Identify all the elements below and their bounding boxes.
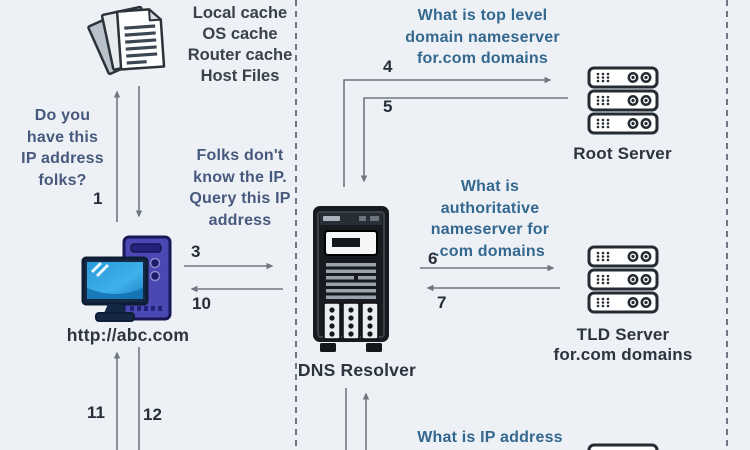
cache-note-line: Local cache	[192, 4, 288, 22]
step-number-5: 5	[383, 97, 393, 116]
resolver-label: DNS Resolver	[297, 360, 417, 380]
step-number-10: 10	[192, 294, 211, 313]
client-label: http://abc.com	[66, 325, 190, 345]
client-question: Do you have this IP address folks?	[5, 105, 120, 191]
root-query-line: What is top level	[417, 7, 548, 24]
client-question-line: have this	[26, 128, 99, 146]
cache-note-line: Host Files	[200, 67, 280, 85]
step-number-7: 7	[437, 293, 447, 312]
resolver-note: Folks don't know the IP. Query this IP a…	[180, 145, 300, 231]
root-query-text: What is top level domain nameserver for.…	[400, 5, 565, 70]
root-server-icon	[586, 65, 660, 137]
tld-query-line: .com domains	[435, 242, 545, 260]
cache-note-line: Router cache	[187, 46, 293, 64]
ip-query-text: What is IP address	[417, 429, 563, 446]
tld-server-label-line: TLD Server	[576, 325, 670, 344]
documents-stack-icon	[85, 2, 175, 82]
tld-server-icon	[586, 244, 660, 316]
step-number-1: 1	[93, 189, 103, 208]
client-question-line: IP address	[21, 150, 104, 167]
authoritative-server-icon-partial	[586, 442, 660, 450]
tld-query-text: What is authoritative nameserver for .co…	[415, 176, 565, 262]
root-query-line: for.com domains	[416, 50, 549, 67]
resolver-note-line: Folks don't	[196, 147, 284, 164]
step-number-3: 3	[191, 242, 201, 261]
tld-query-line: authoritative	[440, 199, 540, 217]
step-number-4: 4	[383, 57, 393, 76]
root-server-label: Root Server	[573, 144, 672, 163]
client-question-line: Do you	[34, 107, 91, 124]
tld-query-line: What is	[460, 178, 520, 195]
root-query-line: domain nameserver	[405, 28, 560, 46]
step-number-12: 12	[143, 405, 162, 424]
arrow-step-4	[343, 76, 552, 187]
desktop-computer-icon	[80, 232, 175, 332]
client-question-line: folks?	[38, 171, 87, 189]
arrow-step-5	[360, 97, 568, 183]
cache-note: Local cache OS cache Router cache Host F…	[180, 3, 300, 87]
resolver-note-line: Query this IP	[189, 190, 291, 207]
resolver-note-line: know the IP.	[193, 168, 287, 186]
step-number-6: 6	[428, 249, 438, 268]
tld-query-line: nameserver for	[430, 221, 550, 238]
step-number-11: 11	[87, 403, 105, 422]
resolver-note-line: address	[208, 211, 272, 229]
cache-note-line: OS cache	[202, 25, 278, 43]
tld-server-label-line: for.com domains	[553, 345, 693, 364]
tld-server-label: TLD Server for.com domains	[548, 325, 698, 365]
server-tower-icon	[310, 203, 392, 355]
